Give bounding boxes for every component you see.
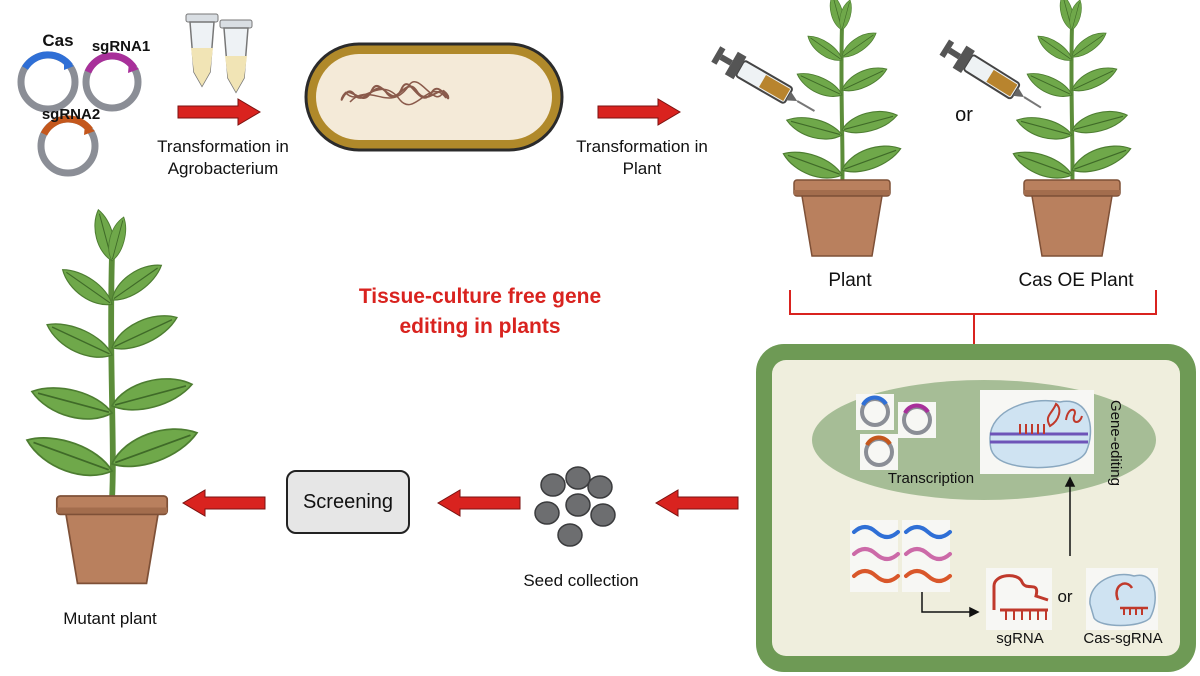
cas-label: Cas: [42, 31, 74, 50]
sgrna2-plasmid: [37, 115, 99, 177]
transcription-label: Transcription: [887, 470, 975, 487]
screening-box: Screening: [286, 470, 410, 534]
arrow-to-seed: [655, 489, 739, 517]
seed-collection-label: Seed collection: [523, 571, 639, 590]
plant-top-right: [1010, 0, 1134, 257]
sgrna2-label: sgRNA2: [41, 106, 101, 123]
cas-sgrna-label: Cas-sgRNA: [1083, 630, 1163, 647]
sgrna-icon: [986, 568, 1052, 630]
page-title: Tissue-culture free gene editing in plan…: [358, 285, 602, 338]
nucleus-plasmids: [856, 394, 936, 470]
eppendorf-tubes: [185, 13, 253, 94]
sgrna1-label: sgRNA1: [91, 38, 151, 55]
plant-label: Plant: [828, 270, 872, 291]
gene-editing-label: Gene-editing: [1107, 400, 1124, 486]
gene-editing-complex: [980, 390, 1094, 474]
rna-transcripts: [850, 520, 952, 592]
agrobacterium-cell: [304, 42, 564, 152]
sgrna-label: sgRNA: [996, 630, 1044, 647]
arrow-to-mutant: [182, 489, 266, 517]
seeds-icon: [534, 466, 616, 547]
mutant-plant: [22, 208, 202, 585]
cell-arrows: [921, 476, 1076, 618]
cas-plasmid: [17, 51, 79, 113]
or-cell-label: or: [1057, 587, 1073, 606]
mutant-plant-label: Mutant plant: [63, 609, 157, 628]
plant-top-left: [780, 0, 904, 257]
plant-transform-label: Transformation in Plant: [576, 137, 708, 178]
arrow-to-agrobacterium: [177, 98, 261, 126]
cas-oe-label: Cas OE Plant: [1018, 270, 1134, 291]
agro-label: Transformation in Agrobacterium: [157, 137, 289, 178]
bracket: [789, 290, 1157, 344]
sgrna1-plasmid: [82, 52, 142, 112]
arrow-to-plant: [597, 98, 681, 126]
or-top-label: or: [955, 104, 973, 126]
arrow-to-screening: [437, 489, 521, 517]
cas-sgrna-icon: [1086, 568, 1158, 630]
